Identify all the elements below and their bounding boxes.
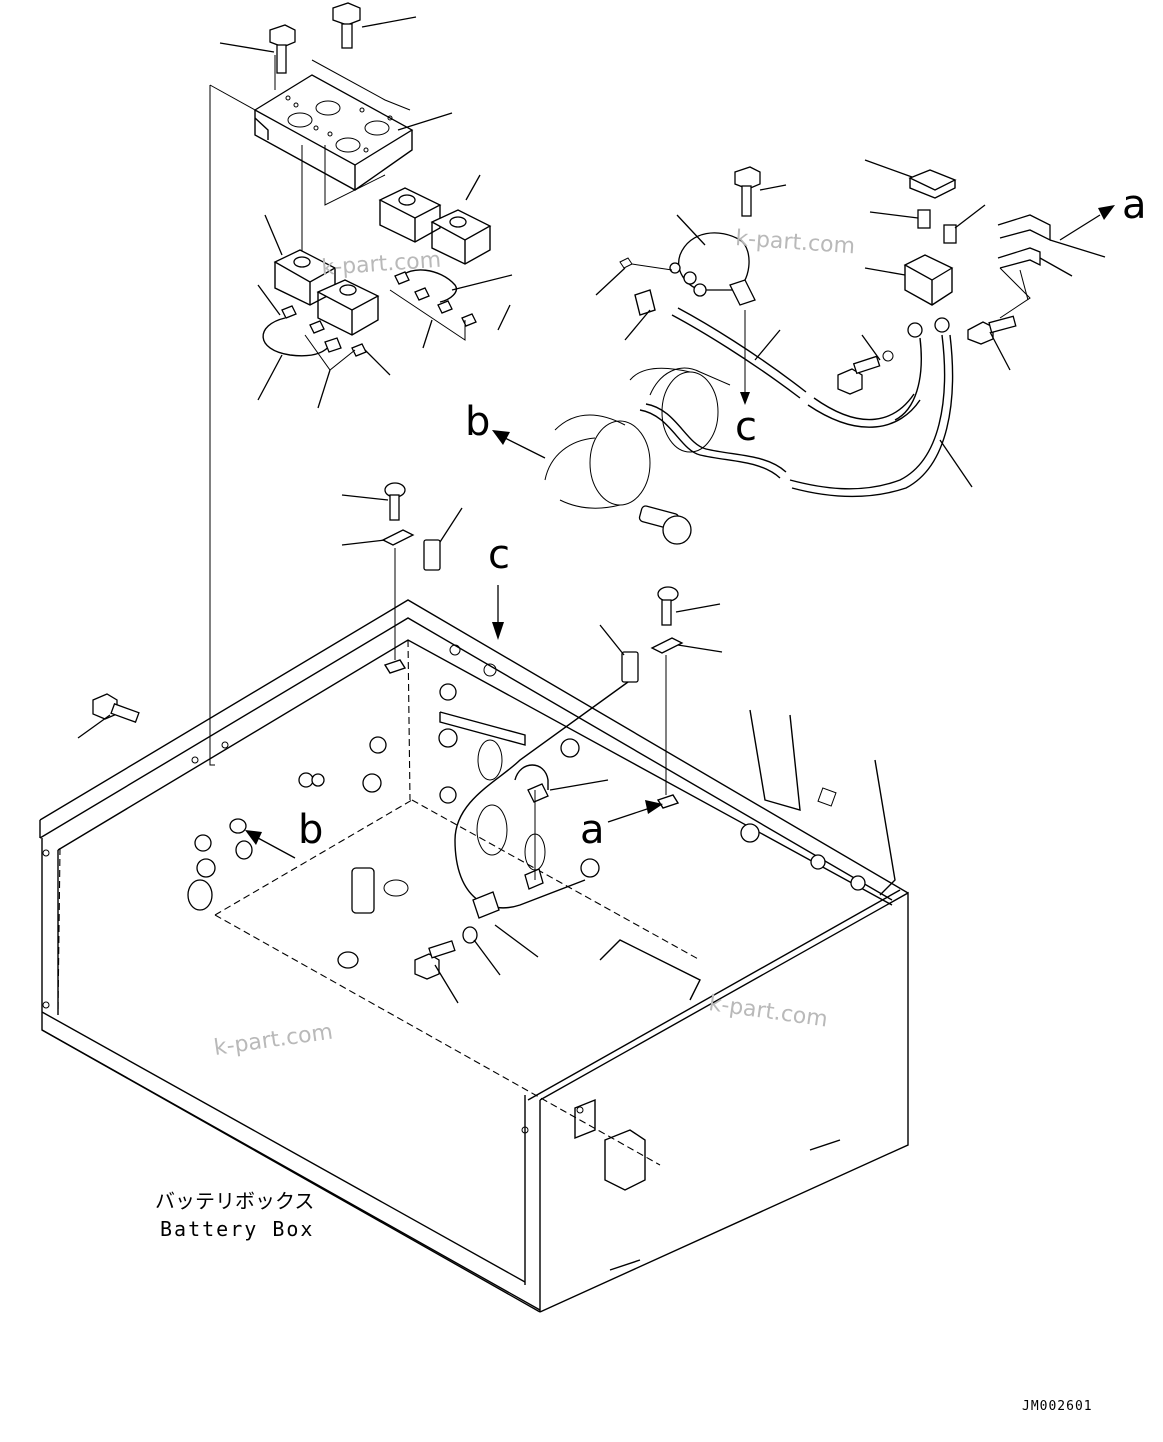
caption-japanese: バッテリボックス [155, 1189, 314, 1213]
bracket [997, 214, 1051, 269]
cable [671, 314, 801, 399]
relay-wire [262, 317, 331, 357]
reference-arrow-a-top [1059, 205, 1115, 241]
reference-letter-a: a [580, 807, 605, 853]
watermark: k-part.com [321, 248, 442, 281]
bolt [269, 24, 296, 74]
leader-lines [77, 16, 1106, 1004]
fuse-box [423, 539, 639, 683]
caption-english: Battery Box [160, 1217, 314, 1241]
fuse-holder [908, 169, 957, 199]
battery-relay [634, 166, 761, 316]
reference-letter-c: c [488, 532, 510, 578]
fuse [917, 209, 957, 244]
relay-mounting-plate [253, 74, 414, 191]
reference-arrow-a-box [607, 800, 663, 823]
battery-cable [789, 334, 946, 490]
relay [430, 209, 492, 265]
guide-line [209, 85, 215, 766]
connector [903, 254, 954, 306]
reference-letter-b: b [298, 807, 323, 853]
reference-arrow-b-box [245, 830, 296, 859]
reference-letter-b: b [465, 399, 490, 445]
relay [316, 279, 380, 336]
battery-box [39, 599, 909, 1313]
watermark: k-part.com [735, 226, 856, 259]
drawing-code: JM002601 [1022, 1399, 1093, 1414]
bolt [332, 2, 361, 49]
relay-wire [399, 269, 457, 303]
reference-arrow-b-top [492, 430, 546, 459]
reference-letter-c: c [735, 404, 757, 450]
cable [807, 399, 921, 428]
reference-letter-a: a [1122, 182, 1147, 228]
relay [378, 187, 442, 243]
reference-arrow-c-center [492, 585, 504, 640]
clamp-bolt [650, 586, 684, 809]
battery [544, 367, 731, 509]
watermark: k-part.com [707, 991, 829, 1032]
clamp-bolt [381, 482, 415, 674]
watermark: k-part.com [212, 1020, 334, 1061]
